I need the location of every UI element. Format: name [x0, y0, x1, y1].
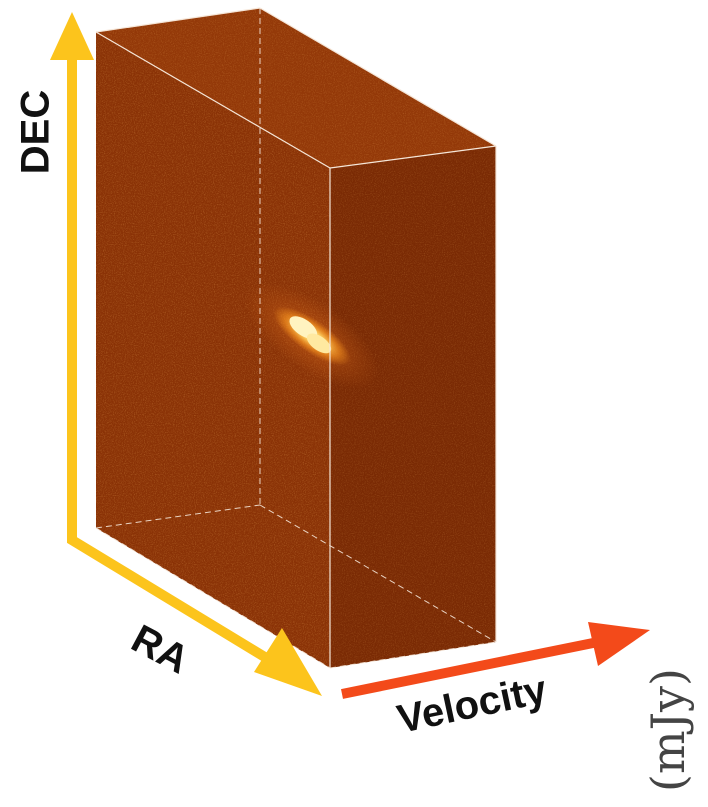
spatial-axes [50, 12, 322, 696]
dec-axis-label: DEC [13, 89, 58, 175]
ra-arrowhead [254, 628, 322, 696]
cube-top-texture [96, 8, 496, 168]
emission-source [245, 283, 379, 389]
cube-hidden-edges [95, 8, 497, 669]
velocity-axis-line [341, 637, 599, 699]
unit-label: (mJy) [641, 668, 695, 792]
cube-side-texture [330, 146, 496, 668]
velocity-axis [341, 622, 650, 699]
cube-front-texture [96, 32, 330, 668]
dec-ra-axis-line [67, 40, 299, 681]
velocity-arrowhead [588, 622, 650, 666]
dec-arrowhead [50, 12, 94, 60]
cube-edges [95, 7, 497, 668]
